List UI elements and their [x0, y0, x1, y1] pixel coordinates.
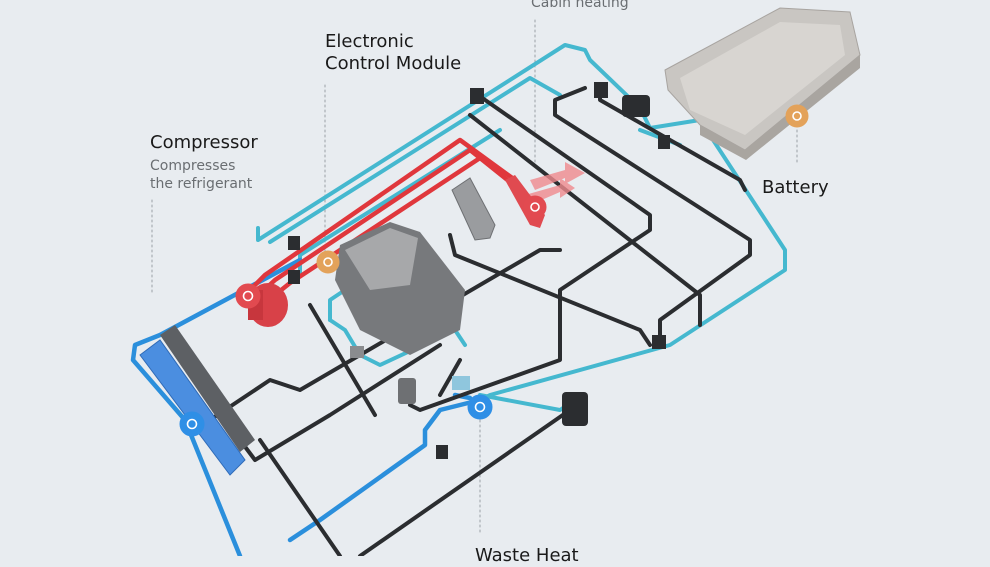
- radiator: [139, 325, 255, 476]
- ecm-label-line1: Electronic: [325, 31, 414, 52]
- compressor-label: Compressor: [150, 132, 258, 153]
- markers: [179, 104, 809, 437]
- battery-label: Battery: [762, 177, 829, 198]
- compressor-desc-line2: the refrigerant: [150, 176, 253, 192]
- cabin-heat-exchanger: [451, 177, 496, 241]
- waste-heat-label: Waste Heat: [475, 545, 579, 566]
- electronic-control-module: [335, 222, 465, 355]
- cabin-heating-label: Cabin heating: [531, 0, 629, 11]
- battery-pack: [664, 7, 861, 160]
- ecm-label-line2: Control Module: [325, 53, 462, 74]
- compressor-desc-line1: Compresses: [150, 158, 236, 174]
- valves: [288, 82, 670, 459]
